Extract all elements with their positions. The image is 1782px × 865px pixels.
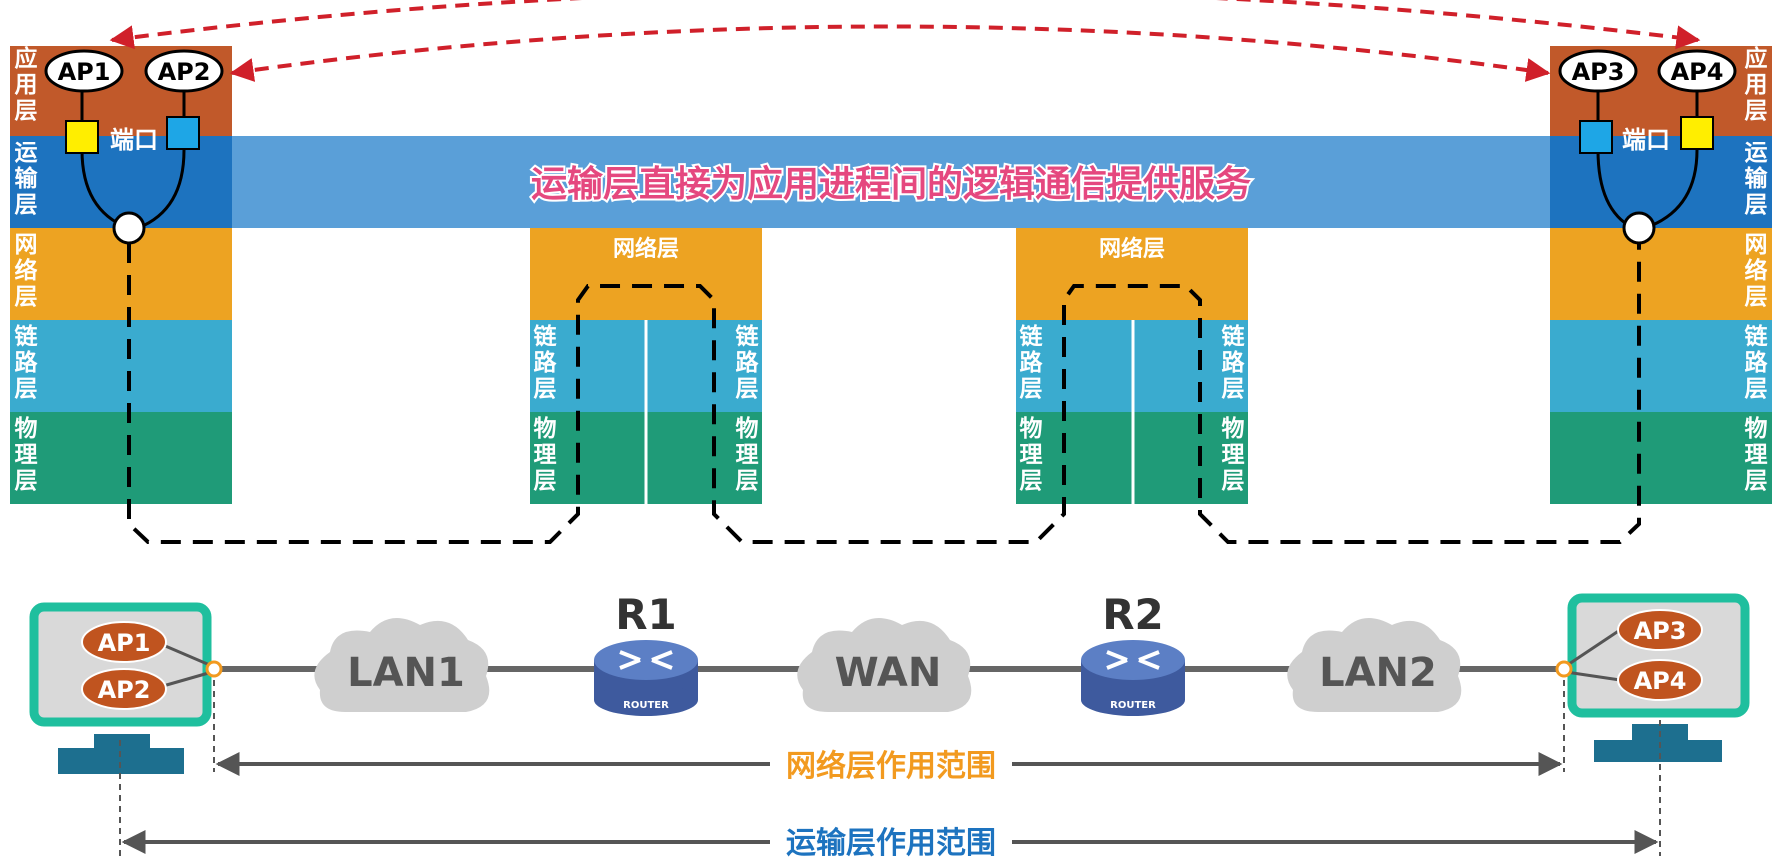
transport-scope-label: 运输层作用范围 <box>786 826 996 861</box>
data-path-dashed <box>127 243 1641 544</box>
right-ap4-badge-label: AP4 <box>1634 667 1687 695</box>
left-ap1-badge <box>81 621 167 663</box>
r2-link-label-left: 链路层 <box>1019 324 1043 402</box>
r1-physical-label-right: 物理层 <box>735 416 759 494</box>
left-network-layer <box>10 228 232 320</box>
lan2-cloud-shape <box>1287 617 1462 712</box>
left-ap2-badge <box>81 668 167 710</box>
left-transport-label: 运输层 <box>14 140 38 218</box>
right-monitor-base <box>1594 740 1722 762</box>
r2-network-layer <box>1016 228 1248 320</box>
logical-arrow-outer <box>109 0 1701 50</box>
right-port-yellow <box>1680 116 1714 150</box>
right-ap4-oval <box>1657 49 1737 93</box>
network-scope-label: 网络层作用范围 <box>786 749 996 784</box>
left-monitor-neck <box>94 734 150 748</box>
right-host-stack: 应用层 运输层 网络层 链路层 物理层 AP3 AP4 端口 <box>1550 46 1772 504</box>
right-ap4-badge <box>1617 659 1703 701</box>
right-network-label: 网络层 <box>1744 232 1768 310</box>
left-ap2-oval <box>144 49 224 93</box>
left-physical-label: 物理层 <box>14 416 38 494</box>
left-host-stack: 应用层 运输层 网络层 链路层 物理层 AP1 AP2 端口 <box>10 46 232 504</box>
left-link-layer <box>10 320 232 412</box>
lan1-cloud: LAN1 <box>314 617 490 712</box>
wan-label: WAN <box>835 650 942 696</box>
r1-name: R1 <box>615 590 677 639</box>
left-application-label: 应用层 <box>14 46 38 124</box>
r1-network-label: 网络层 <box>613 236 679 262</box>
wan-cloud: WAN <box>797 617 972 712</box>
right-computer: AP3 AP4 <box>1555 593 1750 762</box>
transport-banner <box>232 136 1550 228</box>
right-transport-label: 运输层 <box>1744 140 1768 218</box>
r1-physical-label-left: 物理层 <box>533 416 557 494</box>
left-ap1-badge-label: AP1 <box>98 629 151 657</box>
router-r2-stack: 网络层 链路层 物理层 链路层 物理层 <box>1016 228 1248 504</box>
left-link-label: 链路层 <box>14 324 38 402</box>
lan1-cloud-shape <box>314 617 490 712</box>
r1-link-label-right: 链路层 <box>735 324 759 402</box>
r2-physical-label-left: 物理层 <box>1019 416 1043 494</box>
left-ap1-oval <box>44 49 124 93</box>
right-interface-dot <box>1555 660 1573 678</box>
left-network-label: 网络层 <box>14 232 38 310</box>
router-r1-stack: 网络层 链路层 物理层 链路层 物理层 <box>530 228 762 504</box>
right-link-label: 链路层 <box>1744 324 1768 402</box>
left-ap1-label: AP1 <box>58 58 111 86</box>
lan2-label: LAN2 <box>1319 650 1437 696</box>
left-ap2-label: AP2 <box>158 58 211 86</box>
right-ap3-badge-label: AP3 <box>1634 617 1687 645</box>
r1-router-icon <box>594 640 698 680</box>
lan2-cloud: LAN2 <box>1287 617 1462 712</box>
right-port-label: 端口 <box>1622 126 1670 154</box>
r2-caption: ROUTER <box>1110 700 1156 711</box>
right-application-label: 应用层 <box>1744 46 1768 124</box>
left-port-blue <box>166 116 200 150</box>
r1-network-layer <box>530 228 762 320</box>
right-transport-node <box>1622 211 1656 245</box>
left-transport-node <box>112 211 146 245</box>
left-port-yellow <box>65 120 99 154</box>
right-ap4-label: AP4 <box>1671 58 1724 86</box>
left-ap2-badge-label: AP2 <box>98 676 151 704</box>
banner-text: 运输层直接为应用进程间的逻辑通信提供服务 <box>531 164 1251 205</box>
logical-arrow-inner <box>229 24 1551 82</box>
router-r1: R1 ROUTER <box>594 590 698 716</box>
r1-caption: ROUTER <box>623 700 669 711</box>
r2-network-label: 网络层 <box>1099 236 1165 262</box>
right-ap3-oval <box>1558 49 1638 93</box>
router-r2: R2 ROUTER <box>1081 590 1185 716</box>
r2-link-label-right: 链路层 <box>1221 324 1245 402</box>
left-transport-layer <box>10 136 232 228</box>
r2-name: R2 <box>1102 590 1164 639</box>
right-physical-layer <box>1550 412 1772 504</box>
left-interface-dot <box>205 660 223 678</box>
right-ap3-label: AP3 <box>1572 58 1625 86</box>
right-physical-label: 物理层 <box>1744 416 1768 494</box>
right-link-layer <box>1550 320 1772 412</box>
right-network-layer <box>1550 228 1772 320</box>
left-physical-layer <box>10 412 232 504</box>
lan1-label: LAN1 <box>347 650 465 696</box>
right-ap3-badge <box>1617 609 1703 651</box>
left-computer: AP1 AP2 <box>29 602 223 774</box>
r2-router-icon <box>1081 640 1185 680</box>
r1-link-label-left: 链路层 <box>533 324 557 402</box>
r2-physical-label-right: 物理层 <box>1221 416 1245 494</box>
right-port-blue <box>1579 120 1613 154</box>
left-port-label: 端口 <box>110 126 158 154</box>
wan-cloud-shape <box>797 617 972 712</box>
